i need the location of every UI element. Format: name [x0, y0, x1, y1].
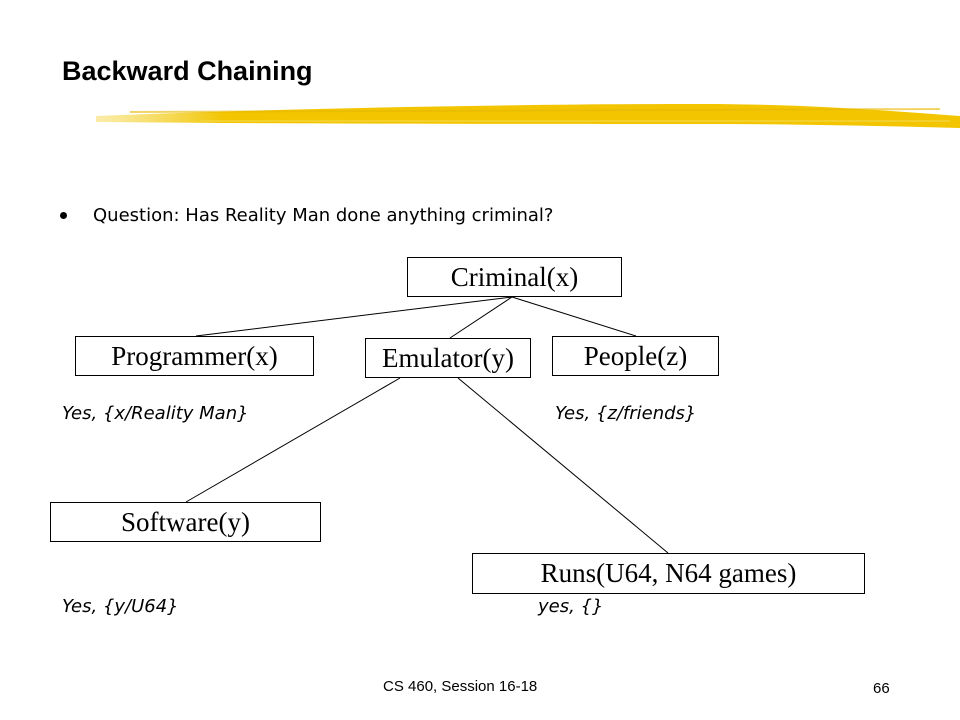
page-number: 66 [873, 680, 890, 697]
bullet-icon [60, 212, 67, 219]
edge-emulator-runs [457, 377, 669, 554]
answer-software: Yes, {y/U64} [62, 596, 179, 617]
slide-title: Backward Chaining [62, 56, 313, 86]
answer-runs: yes, {} [538, 596, 604, 617]
slide-footer: CS 460, Session 16-18 [383, 678, 538, 695]
node-software: Software(y) [50, 502, 321, 542]
node-criminal: Criminal(x) [407, 257, 622, 297]
node-emulator: Emulator(y) [365, 338, 531, 378]
edge-criminal-emulator [449, 296, 513, 339]
edge-criminal-people [511, 296, 637, 337]
bullet-text: Question: Has Reality Man done anything … [93, 205, 554, 226]
answer-programmer: Yes, {x/Reality Man} [62, 403, 249, 424]
node-runs: Runs(U64, N64 games) [472, 553, 865, 594]
bullet-question: Question: Has Reality Man done anything … [60, 205, 553, 226]
edge-emulator-software [185, 377, 401, 503]
node-people: People(z) [552, 336, 719, 376]
node-programmer: Programmer(x) [75, 336, 314, 376]
answer-people: Yes, {z/friends} [555, 403, 697, 424]
edge-criminal-programmer [195, 296, 513, 337]
